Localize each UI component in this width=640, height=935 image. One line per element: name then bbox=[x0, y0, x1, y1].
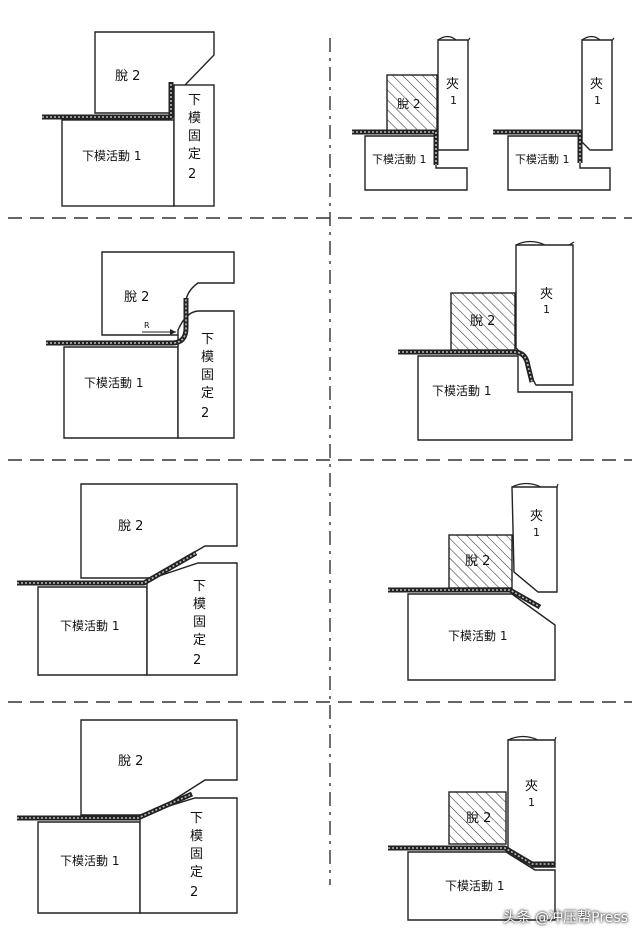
clamp-label: 夾 bbox=[446, 77, 459, 92]
clamp-num: 1 bbox=[450, 94, 457, 107]
lower-pad-label: 下模活動 1 bbox=[432, 384, 491, 398]
fixed-die-char-3: 固 bbox=[190, 847, 203, 862]
fixed-die-char-2: 模 bbox=[188, 111, 201, 126]
clamp-label: 夾 bbox=[540, 287, 553, 302]
clamp-label: 夾 bbox=[525, 779, 538, 794]
fixed-die-char-5: 2 bbox=[193, 653, 201, 668]
lower-pad-label: 下模活動 1 bbox=[60, 854, 119, 868]
panel-3-left: 脫 2 下模活動 1 下 模 固 定 2 bbox=[17, 483, 238, 676]
stripper-block-hatched bbox=[448, 791, 507, 845]
lower-pad-block bbox=[407, 851, 556, 921]
fixed-die-char-5: 2 bbox=[201, 406, 209, 421]
clamp-num: 1 bbox=[533, 526, 540, 539]
panel-3-right: 夾 1 脫 2 下模活動 1 bbox=[388, 482, 559, 681]
lower-pad-label: 下模活動 1 bbox=[372, 152, 427, 166]
fixed-die-char-1: 下 bbox=[201, 332, 214, 347]
fixed-die-block bbox=[177, 310, 235, 439]
stripper-label: 脫 2 bbox=[465, 554, 490, 569]
radius-label: R bbox=[144, 321, 150, 330]
fixed-die-char-4: 定 bbox=[188, 147, 201, 162]
fixed-die-char-1: 下 bbox=[188, 93, 201, 108]
stripper-block-hatched bbox=[386, 74, 438, 133]
clamp-num: 1 bbox=[528, 796, 535, 809]
fixed-die-char-1: 下 bbox=[193, 579, 206, 594]
stripper-block bbox=[80, 719, 238, 816]
fixed-die-char-3: 固 bbox=[201, 368, 214, 383]
fixed-die-char-2: 模 bbox=[193, 597, 206, 612]
lower-pad-label: 下模活動 1 bbox=[445, 879, 504, 893]
panel-1-right-a: 夾 1 脫 2 下模活動 1 bbox=[352, 35, 471, 191]
lower-pad-label: 下模活動 1 bbox=[448, 629, 507, 643]
lower-pad-block bbox=[417, 355, 573, 441]
fixed-die-block bbox=[173, 84, 215, 207]
stripper-label: 脫 2 bbox=[466, 811, 491, 826]
lower-pad-label: 下模活動 1 bbox=[515, 152, 570, 166]
panel-4-left: 脫 2 下模活動 1 下 模 固 定 2 bbox=[17, 719, 238, 914]
lower-pad-label: 下模活動 1 bbox=[82, 149, 141, 163]
fixed-die-block bbox=[139, 797, 238, 914]
stripper-label: 脫 2 bbox=[124, 290, 149, 305]
fixed-die-char-4: 定 bbox=[193, 633, 206, 648]
fixed-die-block bbox=[146, 562, 238, 676]
stripper-label: 脫 2 bbox=[115, 69, 140, 84]
lower-pad-block bbox=[63, 346, 179, 439]
fixed-die-char-2: 模 bbox=[201, 350, 214, 365]
lower-pad-label: 下模活動 1 bbox=[60, 619, 119, 633]
lower-pad-block bbox=[407, 593, 556, 681]
clamp-label: 夾 bbox=[530, 509, 543, 524]
stripper-label: 脫 2 bbox=[470, 314, 495, 329]
clamp-num: 1 bbox=[594, 94, 601, 107]
stripper-label: 脫 2 bbox=[118, 519, 143, 534]
watermark: 头条 @冲压帮Press bbox=[502, 910, 628, 926]
lower-pad-label: 下模活動 1 bbox=[84, 376, 143, 390]
fixed-die-char-4: 定 bbox=[190, 865, 203, 880]
fixed-die-char-4: 定 bbox=[201, 386, 214, 401]
clamp-block bbox=[437, 39, 469, 151]
stripper-label: 脫 2 bbox=[397, 96, 420, 111]
sheet-strip bbox=[17, 550, 198, 586]
clamp-num: 1 bbox=[543, 303, 550, 316]
lower-pad-block bbox=[61, 119, 175, 207]
clamp-block bbox=[581, 39, 613, 151]
fixed-die-char-5: 2 bbox=[190, 885, 198, 900]
fixed-die-char-3: 固 bbox=[188, 129, 201, 144]
clamp-block bbox=[511, 486, 558, 593]
stripper-label: 脫 2 bbox=[118, 754, 143, 769]
stripper-block-hatched bbox=[450, 292, 516, 351]
clamp-label: 夾 bbox=[590, 77, 603, 92]
fixed-die-char-1: 下 bbox=[190, 811, 203, 826]
panel-1-left: 脫 2 下模活動 1 下 模 固 定 2 bbox=[42, 31, 215, 207]
clamp-block bbox=[507, 739, 556, 868]
panel-1-right-b: 夾 1 下模活動 1 bbox=[493, 35, 615, 191]
fixed-die-char-2: 模 bbox=[190, 829, 203, 844]
fixed-die-char-5: 2 bbox=[188, 167, 196, 182]
fixed-die-char-3: 固 bbox=[193, 615, 206, 630]
stripper-block bbox=[80, 483, 238, 579]
stripper-block-hatched bbox=[448, 534, 513, 589]
panel-2-right: 夾 1 脫 2 下模活動 1 bbox=[398, 240, 575, 441]
panel-2-left: R 脫 2 下模活動 1 下 模 固 定 2 bbox=[46, 251, 235, 439]
panel-4-right: 夾 1 脫 2 下模活動 1 bbox=[388, 735, 557, 921]
